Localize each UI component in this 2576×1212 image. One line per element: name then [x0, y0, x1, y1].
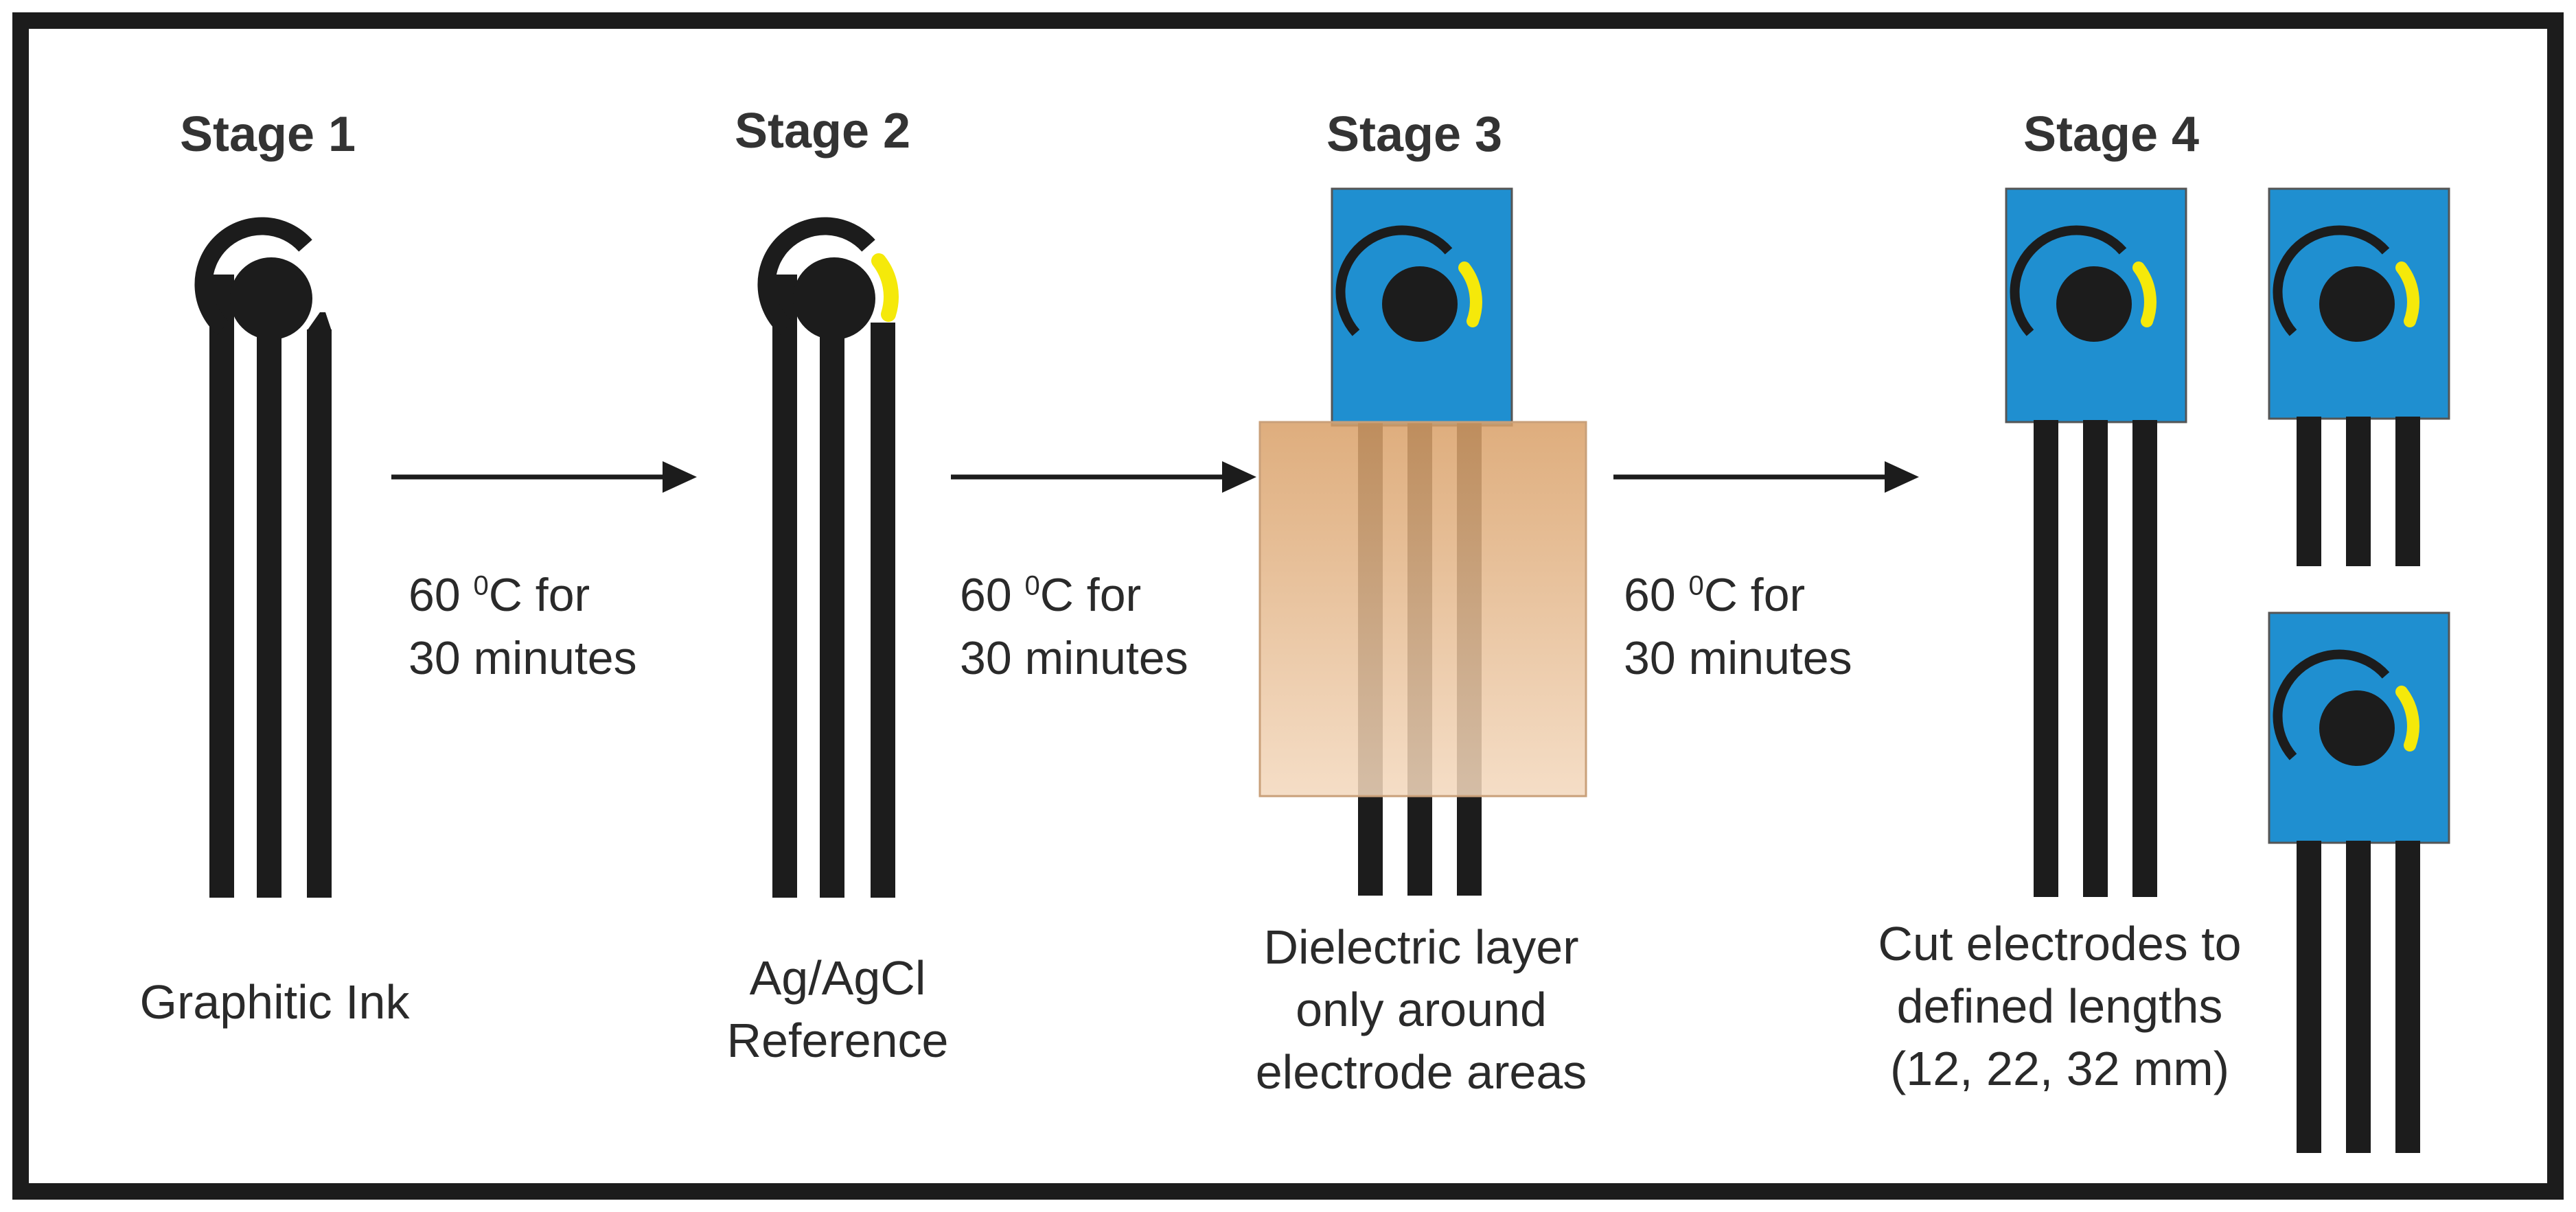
stage4-long-counter-arc: [2010, 225, 2127, 336]
condition-2-duration: 30 minutes: [960, 631, 1188, 684]
stage2-trace-left: [772, 275, 797, 898]
stage2-counter-arc: [757, 217, 875, 335]
stage3-working-electrode: [1382, 266, 1458, 342]
stage4-short-trace-middle: [2346, 417, 2371, 566]
stage3-note-line: only around: [1296, 983, 1547, 1036]
stage4-short-trace-right: [2395, 417, 2420, 566]
stage4-long-trace-right: [2132, 420, 2157, 897]
stage2-reference-arc: [871, 253, 899, 322]
stage2-title: Stage 2: [734, 104, 911, 159]
stage4-medium-trace-right: [2395, 841, 2420, 1153]
condition-1: 60 0C for 30 minutes: [409, 564, 637, 690]
stage4-electrode-short: [2268, 187, 2450, 566]
stage3-note-line: electrode areas: [1255, 1045, 1587, 1099]
stage1-trace-right-tip: [307, 312, 332, 331]
process-arrow-3: [1613, 461, 1919, 493]
stage4-electrode-long: [2005, 187, 2187, 897]
stage1-title: Stage 1: [179, 107, 356, 162]
condition-1-temp: 60 0C for: [409, 569, 590, 621]
stage4-note: Cut electrodes to defined lengths (12, 2…: [1806, 913, 2314, 1100]
stage4-long-trace-middle: [2083, 420, 2108, 897]
stage2-working-electrode: [793, 257, 875, 340]
stage4-long-working-electrode: [2056, 266, 2132, 342]
stage3-reference-arc: [1458, 261, 1482, 327]
stage3-electrode: [1258, 187, 1587, 896]
stage2-note-line: Reference: [726, 1014, 949, 1067]
stage2-electrode: [757, 217, 899, 898]
stage3-title: Stage 3: [1326, 107, 1503, 162]
stage4-electrode-medium: [2268, 611, 2450, 1153]
stage2-note-line: Ag/AgCl: [749, 951, 926, 1005]
stage4-note-line: defined lengths: [1896, 979, 2223, 1033]
stage1-counter-arc: [194, 217, 312, 335]
stage4-short-working-electrode: [2319, 266, 2395, 342]
stage4-note-line: Cut electrodes to: [1878, 917, 2242, 970]
stage4-note-line: (12, 22, 32 mm): [1889, 1042, 2230, 1095]
stage3-counter-arc: [1335, 225, 1453, 336]
stage1-note-line: Graphitic Ink: [139, 975, 410, 1029]
stage4-long-trace-left: [2034, 420, 2058, 897]
stage1-trace-left: [209, 275, 234, 898]
diagram-frame: [12, 12, 2564, 1200]
stage4-long-reference-arc: [2132, 261, 2157, 327]
stage1-trace-right: [307, 329, 332, 898]
condition-2-temp: 60 0C for: [960, 569, 1142, 621]
process-arrow-1: [391, 461, 697, 493]
process-arrow-2: [951, 461, 1256, 493]
stage4-medium-trace-left: [2297, 841, 2321, 1153]
stage4-medium-reference-arc: [2395, 686, 2419, 751]
stage4-medium-trace-middle: [2346, 841, 2371, 1153]
condition-3-temp: 60 0C for: [1624, 569, 1806, 621]
stage4-title: Stage 4: [2023, 107, 2200, 162]
stage4-medium-counter-arc: [2273, 649, 2390, 760]
stage4-short-trace-left: [2297, 417, 2321, 566]
stage4-short-reference-arc: [2395, 261, 2419, 327]
stage3-note-line: Dielectric layer: [1263, 920, 1579, 974]
stage4-medium-working-electrode: [2319, 690, 2395, 766]
stage1-note: Graphitic Ink: [69, 971, 481, 1034]
stage1-working-electrode: [230, 257, 312, 340]
stage1-electrode: [194, 217, 332, 898]
stage3-note: Dielectric layer only around electrode a…: [1208, 916, 1634, 1104]
condition-3: 60 0C for 30 minutes: [1624, 564, 1852, 690]
stage3-dielectric-layer: [1258, 421, 1587, 797]
condition-3-duration: 30 minutes: [1624, 631, 1852, 684]
stage2-note: Ag/AgCl Reference: [632, 947, 1044, 1072]
condition-1-duration: 30 minutes: [409, 631, 637, 684]
stage4-short-counter-arc: [2273, 225, 2390, 336]
stage2-trace-right: [871, 323, 895, 898]
stage1-trace-middle: [257, 302, 281, 898]
stage2-trace-middle: [820, 302, 844, 898]
condition-2: 60 0C for 30 minutes: [960, 564, 1188, 690]
